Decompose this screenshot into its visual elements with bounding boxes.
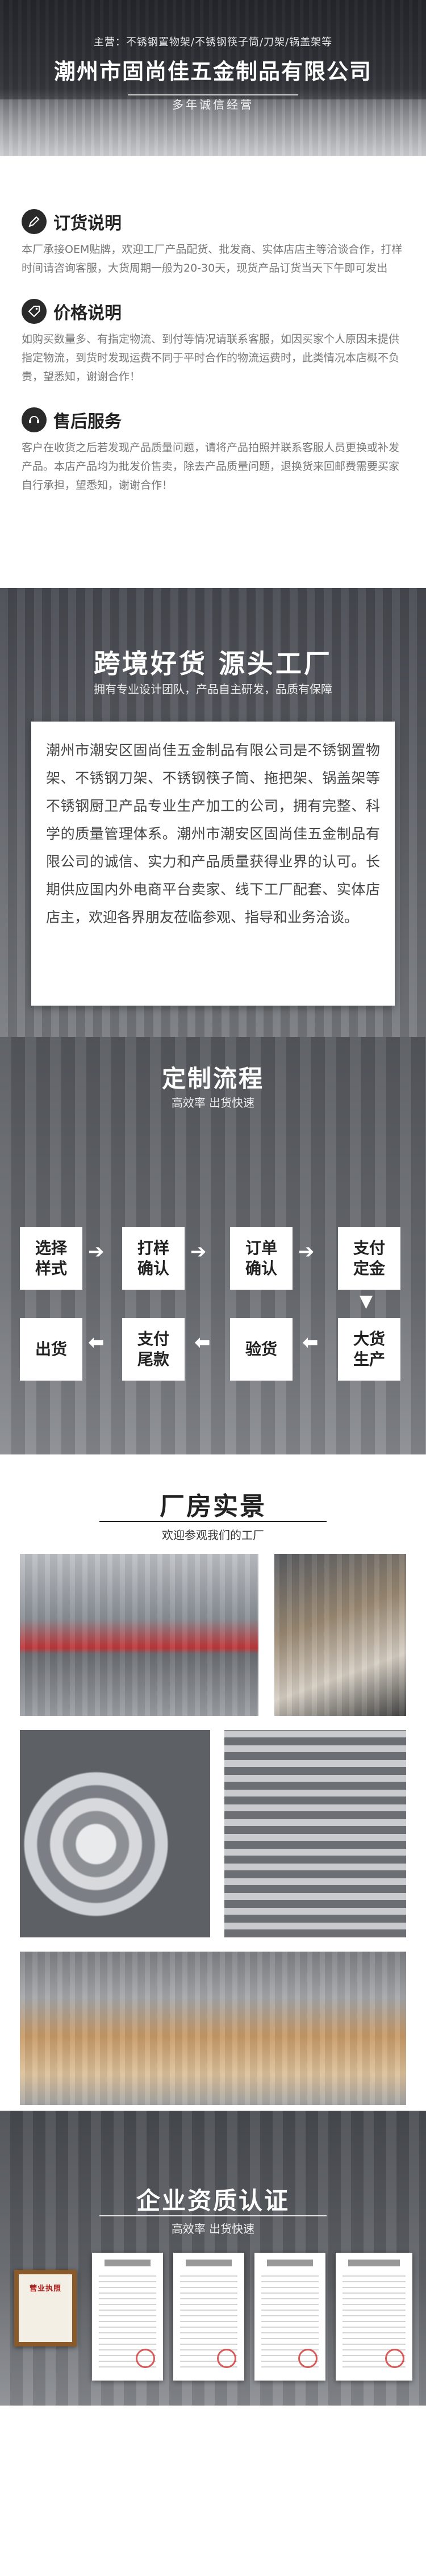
divider	[99, 1521, 327, 1522]
flow-title: 定制流程	[161, 1065, 264, 1093]
custom-flow-section: 定制流程 高效率 出货快速 选择样式 ➔ 打样确认 ➔ 订单确认 ➔ 支付定金 …	[0, 1037, 426, 1454]
certificate-document	[173, 2253, 244, 2381]
certification-section: 企业资质认证 高效率 出货快速 营业执照	[0, 2111, 426, 2406]
company-name: 潮州市固尚佳五金制品有限公司	[53, 59, 372, 84]
notice-price: 价格说明 如购买数量多、有指定物流、到付等情况请联系客服，如因买家个人原因未提供…	[22, 297, 404, 386]
step-order-confirm: 订单确认	[230, 1227, 293, 1290]
notice-title: 订货说明	[53, 214, 122, 234]
certificate-document	[92, 2253, 163, 2381]
company-intro-card: 潮州市潮安区固尚佳五金制品有限公司是不锈钢置物架、不锈钢刀架、不锈钢筷子筒、拖把…	[31, 722, 395, 1006]
step-inspection: 验货	[230, 1318, 293, 1381]
crossborder-title: 跨境好货 源头工厂	[93, 648, 332, 679]
notice-title: 价格说明	[53, 303, 122, 323]
step-choose-style: 选择样式	[20, 1227, 82, 1290]
arrow-right-icon: ➔	[88, 1240, 105, 1263]
main-business-text: 主营：不锈钢置物架/不锈钢筷子筒/刀架/锅盖架等	[93, 36, 333, 48]
arrow-right-icon: ➔	[298, 1240, 315, 1263]
notice-text: 本厂承接OEM贴牌，欢迎工厂产品配货、批发商、实体店店主等洽谈合作，打样时间请咨…	[22, 243, 403, 274]
crossborder-subtitle: 拥有专业设计团队，产品自主研发，品质有保障	[94, 682, 332, 696]
slogan: 多年诚信经营	[172, 98, 254, 111]
business-license: 营业执照	[14, 2270, 77, 2346]
notice-section: 订货说明 本厂承接OEM贴牌，欢迎工厂产品配货、批发商、实体店店主等洽谈合作，打…	[0, 156, 426, 588]
step-pay-deposit: 支付定金	[338, 1227, 400, 1290]
notice-after-sales: 售后服务 客户在收货之后若发现产品质量问题，请将产品拍照并联系客服人员更换或补发…	[22, 406, 404, 495]
notice-text: 如购买数量多、有指定物流、到付等情况请联系客服，如因买家个人原因未提供指定物流，…	[22, 333, 400, 383]
price-tag-icon	[22, 299, 47, 324]
arrow-left-icon: ⬅	[88, 1331, 105, 1354]
divider	[99, 2215, 327, 2216]
notice-text: 客户在收货之后若发现产品质量问题，请将产品拍照并联系客服人员更换或补发产品。本店…	[22, 441, 400, 491]
hero-banner: 主营：不锈钢置物架/不锈钢筷子筒/刀架/锅盖架等 潮州市固尚佳五金制品有限公司 …	[0, 0, 426, 156]
arrow-right-icon: ➔	[190, 1240, 207, 1263]
warehouse-photo	[20, 1952, 406, 2105]
arrow-down-icon: ▼	[360, 1291, 373, 1311]
seal-icon	[136, 2349, 155, 2368]
steel-coils-photo	[20, 1730, 210, 1937]
seal-icon	[217, 2349, 236, 2368]
factory-section: 厂房实景 欢迎参观我们的工厂	[0, 1454, 426, 2111]
workshop-photo	[20, 1554, 258, 1716]
company-intro-text: 潮州市潮安区固尚佳五金制品有限公司是不锈钢置物架、不锈钢刀架、不锈钢筷子筒、拖把…	[46, 742, 380, 926]
notice-title: 售后服务	[53, 412, 122, 432]
seal-icon	[298, 2349, 318, 2368]
arrow-left-icon: ⬅	[194, 1331, 211, 1354]
license-title: 营业执照	[29, 2285, 61, 2293]
factory-title: 厂房实景	[160, 1492, 266, 1521]
arrow-left-icon: ⬅	[302, 1331, 319, 1354]
crossborder-section: 跨境好货 源头工厂 拥有专业设计团队，产品自主研发，品质有保障 潮州市潮安区固尚…	[0, 588, 426, 1037]
step-sample-confirm: 打样确认	[122, 1227, 185, 1290]
step-mass-production: 大货生产	[338, 1318, 400, 1381]
flow-subtitle: 高效率 出货快速	[171, 1096, 255, 1110]
support-icon	[22, 407, 47, 432]
step-pay-balance: 支付尾款	[122, 1318, 185, 1381]
workers-photo	[274, 1554, 406, 1716]
pen-icon	[22, 209, 47, 234]
notice-order: 订货说明 本厂承接OEM贴牌，欢迎工厂产品配货、批发商、实体店店主等洽谈合作，打…	[22, 207, 404, 278]
factory-subtitle: 欢迎参观我们的工厂	[162, 1528, 264, 1542]
divider	[128, 94, 298, 95]
certificate-document	[254, 2253, 325, 2381]
step-shipping: 出货	[20, 1318, 82, 1381]
seal-icon	[385, 2349, 404, 2368]
certification-title: 企业资质认证	[136, 2187, 290, 2215]
certificate-document	[336, 2253, 412, 2381]
certification-subtitle: 高效率 出货快速	[171, 2222, 255, 2236]
racks-photo	[224, 1730, 406, 1937]
